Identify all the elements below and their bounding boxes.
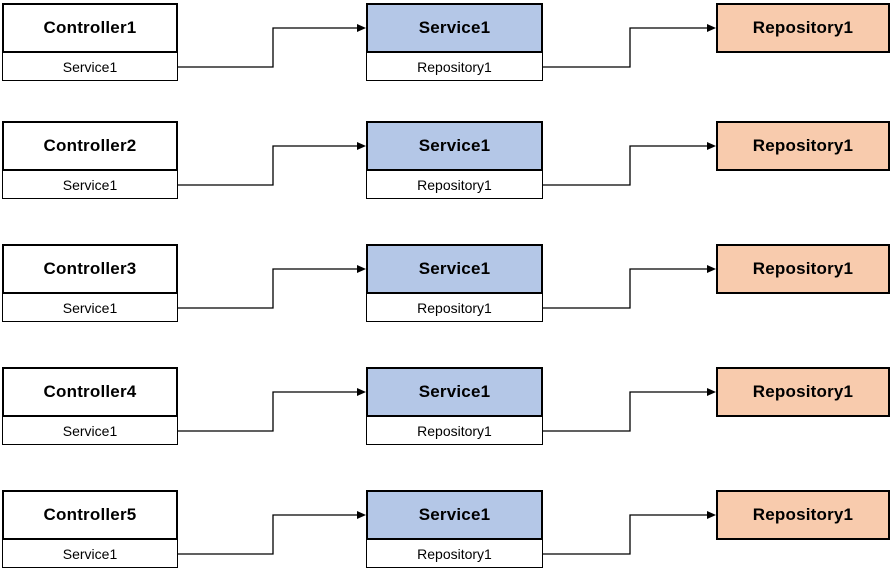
service-title: Service1 <box>366 121 543 171</box>
arrow-controller-to-service <box>178 511 366 555</box>
arrow-controller-to-service <box>178 265 366 309</box>
diagram-row: Controller2 Service1 Service1 Repository… <box>0 121 896 217</box>
repository-title: Repository1 <box>716 367 890 417</box>
diagram-row: Controller4 Service1 Service1 Repository… <box>0 367 896 463</box>
controller-title: Controller5 <box>2 490 178 540</box>
service-node: Service1 Repository1 <box>366 121 543 199</box>
service-title: Service1 <box>366 490 543 540</box>
service-dependency: Repository1 <box>366 540 543 568</box>
arrow-service-to-repository <box>543 265 716 309</box>
controller-dependency: Service1 <box>2 294 178 322</box>
service-title: Service1 <box>366 367 543 417</box>
controller-dependency: Service1 <box>2 171 178 199</box>
arrow-service-to-repository <box>543 511 716 555</box>
controller-dependency: Service1 <box>2 540 178 568</box>
repository-node: Repository1 <box>716 3 890 53</box>
controller-title: Controller3 <box>2 244 178 294</box>
service-node: Service1 Repository1 <box>366 244 543 322</box>
controller-title: Controller1 <box>2 3 178 53</box>
arrow-controller-to-service <box>178 388 366 432</box>
controller-title: Controller4 <box>2 367 178 417</box>
arrow-service-to-repository <box>543 388 716 432</box>
repository-title: Repository1 <box>716 244 890 294</box>
controller-title: Controller2 <box>2 121 178 171</box>
repository-node: Repository1 <box>716 490 890 540</box>
service-dependency: Repository1 <box>366 294 543 322</box>
controller-node: Controller3 Service1 <box>2 244 178 322</box>
controller-node: Controller5 Service1 <box>2 490 178 568</box>
diagram-row: Controller1 Service1 Service1 Repository… <box>0 3 896 99</box>
arrow-controller-to-service <box>178 24 366 68</box>
diagram-row: Controller3 Service1 Service1 Repository… <box>0 244 896 340</box>
service-dependency: Repository1 <box>366 171 543 199</box>
service-node: Service1 Repository1 <box>366 490 543 568</box>
diagram-row: Controller5 Service1 Service1 Repository… <box>0 490 896 578</box>
controller-node: Controller1 Service1 <box>2 3 178 81</box>
repository-node: Repository1 <box>716 244 890 294</box>
repository-title: Repository1 <box>716 121 890 171</box>
arrow-service-to-repository <box>543 24 716 68</box>
controller-node: Controller2 Service1 <box>2 121 178 199</box>
repository-title: Repository1 <box>716 490 890 540</box>
service-node: Service1 Repository1 <box>366 3 543 81</box>
repository-node: Repository1 <box>716 121 890 171</box>
repository-title: Repository1 <box>716 3 890 53</box>
service-dependency: Repository1 <box>366 417 543 445</box>
service-dependency: Repository1 <box>366 53 543 81</box>
service-title: Service1 <box>366 244 543 294</box>
service-title: Service1 <box>366 3 543 53</box>
arrow-controller-to-service <box>178 142 366 186</box>
controller-dependency: Service1 <box>2 417 178 445</box>
service-node: Service1 Repository1 <box>366 367 543 445</box>
controller-dependency: Service1 <box>2 53 178 81</box>
repository-node: Repository1 <box>716 367 890 417</box>
controller-node: Controller4 Service1 <box>2 367 178 445</box>
arrow-service-to-repository <box>543 142 716 186</box>
